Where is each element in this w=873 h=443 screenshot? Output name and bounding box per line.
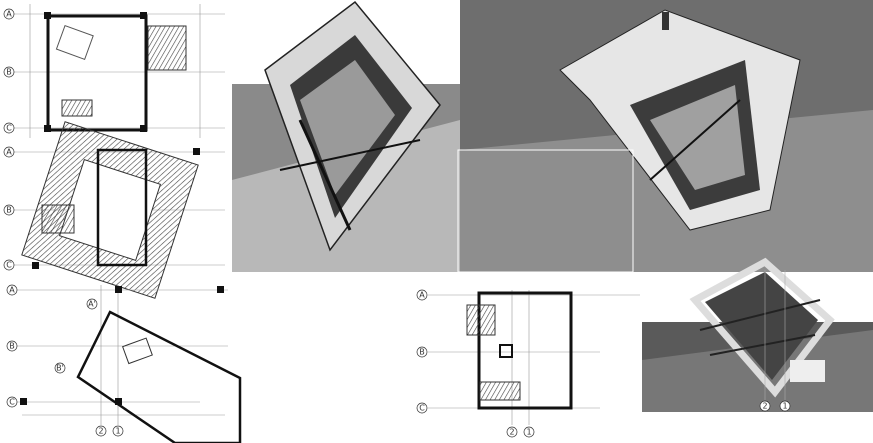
grid-label-a: A bbox=[416, 289, 428, 301]
svg-text:C: C bbox=[6, 261, 12, 270]
grid-label-a: A bbox=[3, 8, 15, 20]
section-render: 2 1 bbox=[642, 257, 873, 412]
grid-label-c: C bbox=[416, 402, 428, 414]
floor-plan-3: A B C A' B' 2 1 bbox=[6, 284, 242, 443]
grid-label-b: B bbox=[416, 346, 428, 358]
grid-label-b: B bbox=[3, 66, 15, 78]
grid-label-b: B bbox=[6, 340, 18, 352]
svg-text:A: A bbox=[6, 148, 12, 157]
svg-text:C: C bbox=[6, 124, 12, 133]
render-interior-view bbox=[232, 0, 460, 272]
svg-text:B: B bbox=[9, 342, 15, 351]
svg-text:B: B bbox=[6, 206, 12, 215]
svg-text:B: B bbox=[6, 68, 12, 77]
svg-text:A: A bbox=[419, 291, 425, 300]
grid-label-1: 1 bbox=[523, 426, 535, 438]
svg-text:1: 1 bbox=[115, 427, 120, 436]
svg-text:A: A bbox=[6, 10, 12, 19]
grid-label-a: A bbox=[6, 284, 18, 296]
svg-text:B': B' bbox=[56, 364, 64, 373]
grid-label-c: C bbox=[3, 122, 15, 134]
svg-text:1: 1 bbox=[526, 428, 531, 437]
svg-text:C: C bbox=[9, 398, 15, 407]
svg-text:2: 2 bbox=[509, 428, 514, 437]
svg-text:2: 2 bbox=[98, 427, 103, 436]
grid-label-a-prime: A' bbox=[86, 298, 98, 310]
grid-label-1: 1 bbox=[779, 400, 791, 412]
svg-text:2: 2 bbox=[762, 402, 767, 411]
svg-text:A': A' bbox=[88, 300, 96, 309]
svg-text:A: A bbox=[9, 286, 15, 295]
floor-plan-4: A B C 2 1 bbox=[416, 149, 640, 438]
grid-label-1: 1 bbox=[112, 425, 124, 437]
svg-text:C: C bbox=[419, 404, 425, 413]
svg-text:B: B bbox=[419, 348, 425, 357]
grid-label-c: C bbox=[6, 396, 18, 408]
floor-plan-2: A B C bbox=[3, 121, 225, 299]
grid-label-2: 2 bbox=[95, 425, 107, 437]
grid-label-2: 2 bbox=[759, 400, 771, 412]
grid-label-c: C bbox=[3, 259, 15, 271]
grid-label-a: A bbox=[3, 146, 15, 158]
grid-label-b: B bbox=[3, 204, 15, 216]
floor-plan-1: A B C bbox=[3, 4, 225, 138]
render-exterior-view bbox=[460, 0, 873, 272]
grid-label-b-prime: B' bbox=[54, 362, 66, 374]
svg-text:1: 1 bbox=[782, 402, 787, 411]
grid-label-2: 2 bbox=[506, 426, 518, 438]
